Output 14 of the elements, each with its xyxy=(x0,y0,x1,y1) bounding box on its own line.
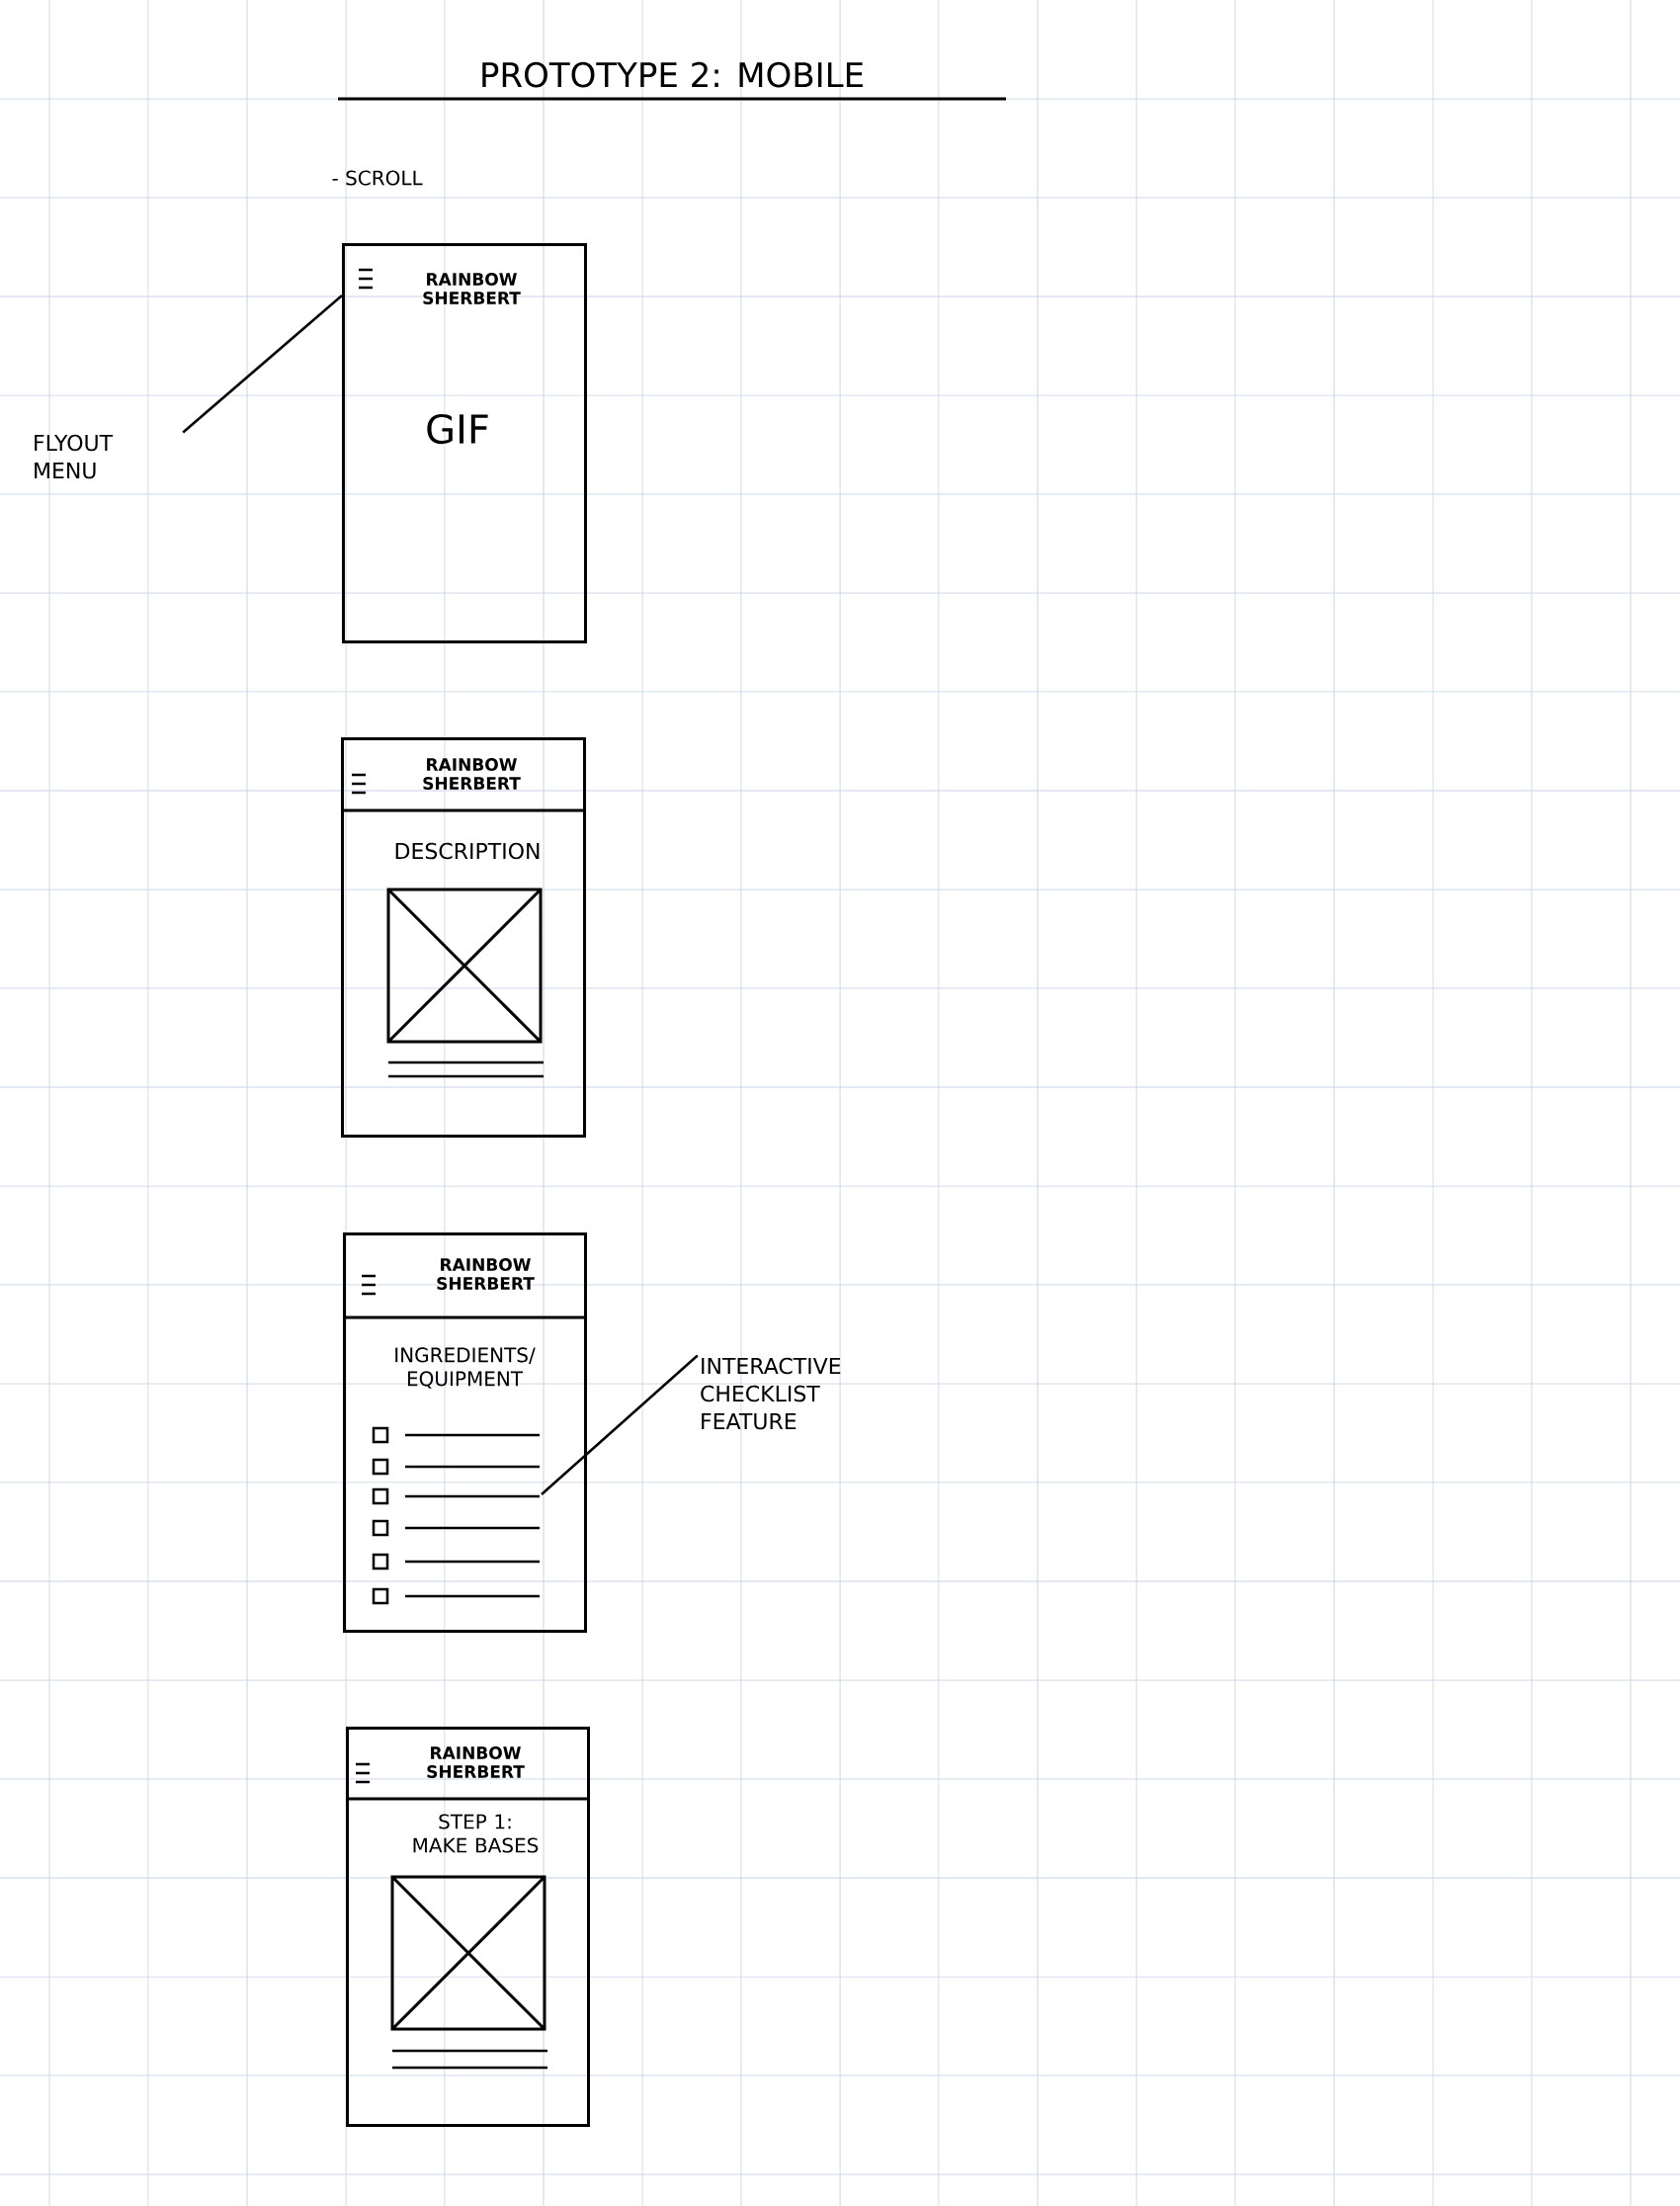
app-title: RAINBOW SHERBERT xyxy=(437,1258,535,1290)
section-heading: DESCRIPTION xyxy=(395,842,540,860)
annotation-text: FLYOUT MENU xyxy=(35,434,114,479)
annotation-text: INTERACTIVE CHECKLIST FEATURE xyxy=(701,1357,841,1430)
app-title: RAINBOW SHERBERT xyxy=(427,1746,525,1778)
section-heading: STEP 1: MAKE BASES xyxy=(413,1814,539,1853)
title: PROTOTYPE 2: MOBILE xyxy=(482,61,863,88)
app-title: RAINBOW SHERBERT xyxy=(423,758,521,790)
app-title: RAINBOW SHERBERT xyxy=(423,273,521,304)
leader-line xyxy=(182,295,343,434)
leader-line xyxy=(541,1354,699,1495)
section-heading: GIF xyxy=(427,413,488,445)
section-heading: INGREDIENTS/ EQUIPMENT xyxy=(395,1347,536,1389)
bullet-label: - SCROLL xyxy=(332,170,423,186)
